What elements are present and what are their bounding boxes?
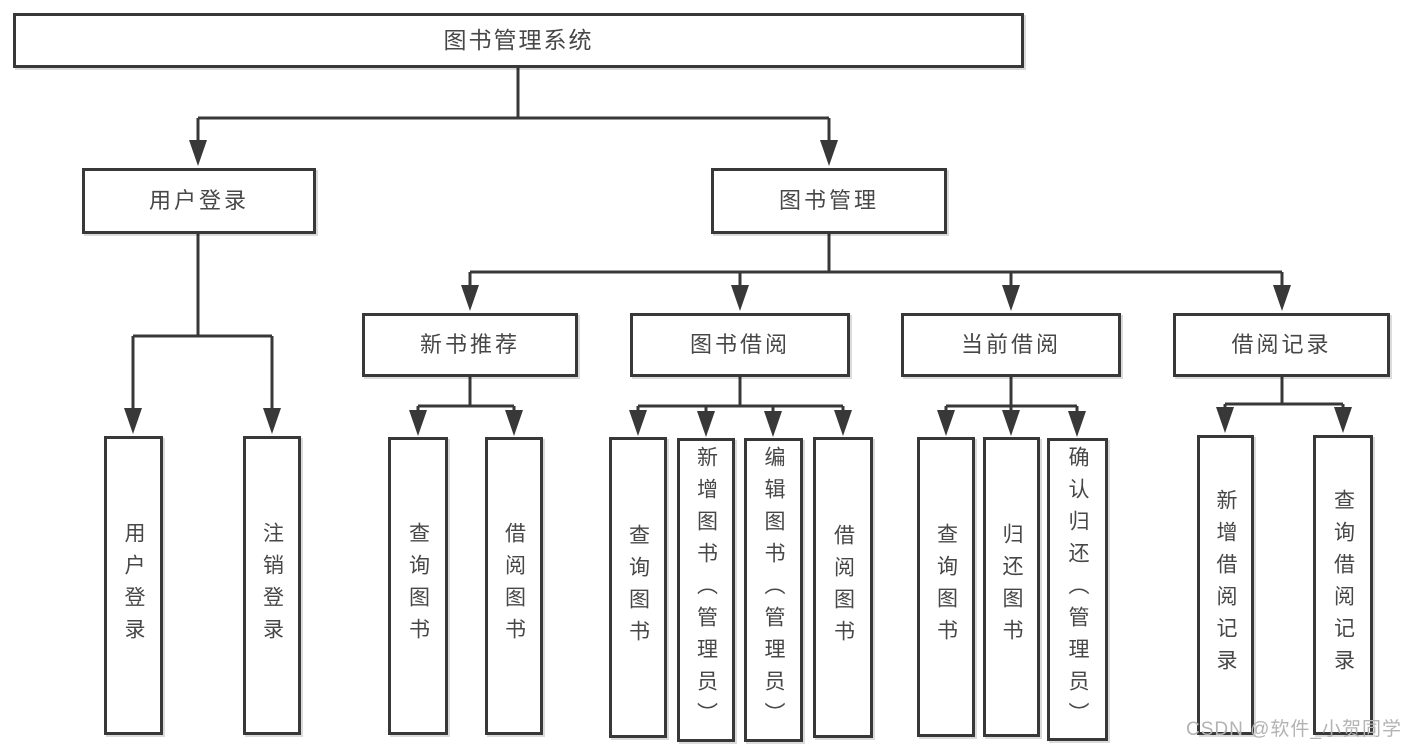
leaf-add-borrow-record-label: 新增借阅记录 — [1214, 489, 1237, 681]
leaf-query-borrow-record-label: 查询借阅记录 — [1331, 489, 1355, 681]
leaf-confirm-return-admin: 确认归还（管理员） — [1047, 438, 1108, 741]
leaf-add-book-admin-label: 新增图书（管理员） — [694, 446, 718, 734]
leaf-query-books-borrow: 查询图书 — [609, 437, 667, 738]
node-borrow-records-label: 借阅记录 — [1231, 332, 1332, 357]
leaf-borrow-book-label: 借阅图书 — [831, 523, 855, 652]
leaf-logout: 注销登录 — [243, 436, 301, 735]
node-root: 图书管理系统 — [13, 13, 1024, 68]
leaf-return-book: 归还图书 — [983, 437, 1040, 737]
node-root-label: 图书管理系统 — [443, 27, 594, 53]
node-book-management: 图书管理 — [711, 168, 947, 234]
leaf-return-book-label: 归还图书 — [1000, 523, 1023, 651]
node-current-borrow: 当前借阅 — [901, 313, 1121, 377]
leaf-query-books-recommend: 查询图书 — [388, 437, 448, 735]
node-book-borrow-label: 图书借阅 — [689, 332, 790, 357]
leaf-confirm-return-admin-label: 确认归还（管理员） — [1066, 445, 1089, 734]
leaf-edit-book-admin: 编辑图书（管理员） — [744, 438, 803, 742]
node-new-book-recommend: 新书推荐 — [362, 313, 578, 377]
leaf-add-borrow-record: 新增借阅记录 — [1197, 435, 1254, 735]
leaf-logout-label: 注销登录 — [260, 521, 284, 650]
node-new-book-recommend-label: 新书推荐 — [419, 332, 520, 357]
leaf-borrow-books-recommend: 借阅图书 — [485, 437, 543, 735]
leaf-query-books-current-label: 查询图书 — [934, 523, 958, 651]
leaf-edit-book-admin-label: 编辑图书（管理员） — [762, 446, 785, 734]
node-book-management-label: 图书管理 — [778, 188, 879, 213]
node-book-borrow: 图书借阅 — [630, 313, 850, 377]
leaf-borrow-book: 借阅图书 — [813, 437, 873, 738]
leaf-user-login: 用户登录 — [104, 436, 163, 735]
csdn-watermark: CSDN @软件_小贺同学 — [1186, 719, 1402, 740]
leaf-borrow-books-recommend-label: 借阅图书 — [502, 522, 526, 650]
node-borrow-records: 借阅记录 — [1173, 313, 1390, 377]
leaf-query-borrow-record: 查询借阅记录 — [1313, 435, 1373, 735]
leaf-query-books-borrow-label: 查询图书 — [626, 523, 650, 652]
node-user-login: 用户登录 — [82, 168, 316, 234]
node-current-borrow-label: 当前借阅 — [960, 332, 1061, 357]
leaf-user-login-label: 用户登录 — [122, 521, 145, 650]
node-user-login-label: 用户登录 — [148, 188, 249, 213]
leaf-add-book-admin: 新增图书（管理员） — [677, 438, 735, 742]
leaf-query-books-current: 查询图书 — [917, 437, 975, 737]
leaf-query-books-recommend-label: 查询图书 — [406, 522, 430, 650]
